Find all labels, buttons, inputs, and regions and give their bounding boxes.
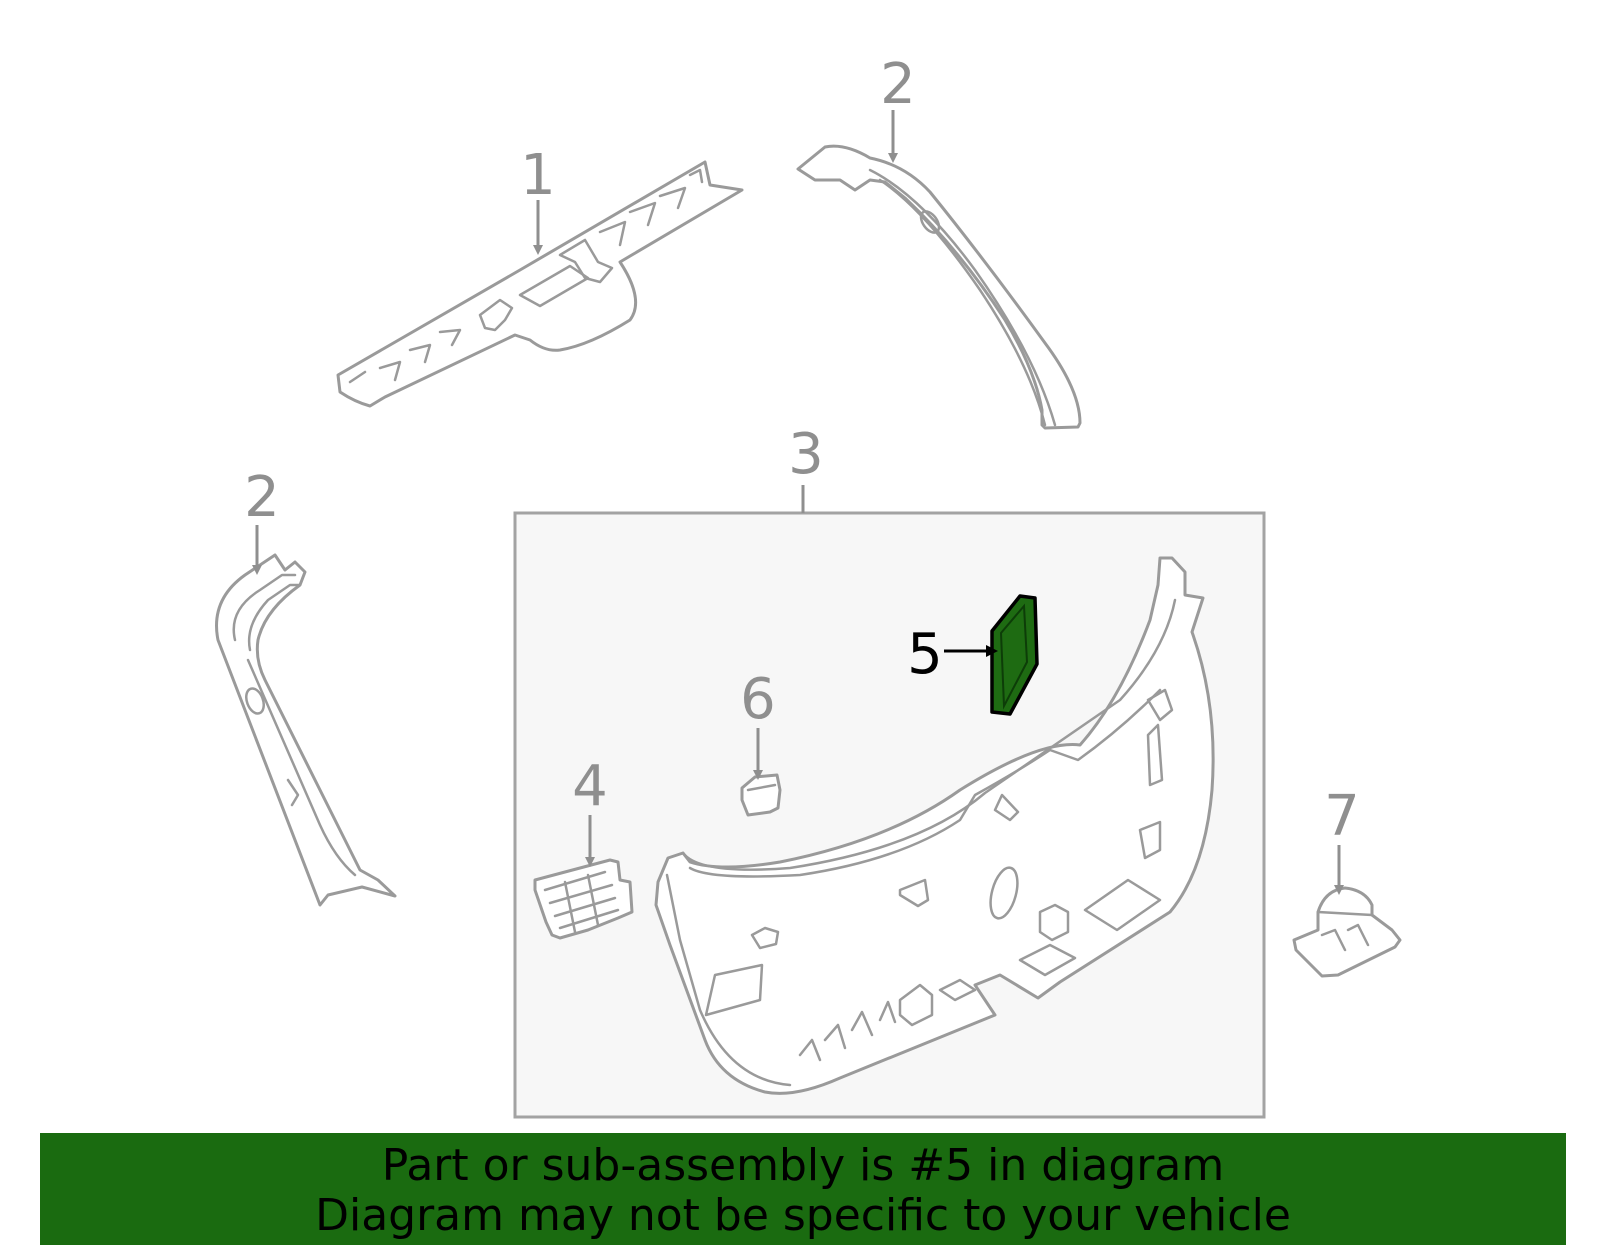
callout-3: 3 (788, 422, 824, 487)
callout-6: 6 (740, 667, 776, 732)
callout-2-left: 2 (244, 465, 280, 530)
part-3-liftgate-panel (654, 556, 1215, 1095)
part-4-handle (533, 858, 634, 940)
part-7-lamp (1292, 886, 1402, 978)
part-1-upper-trim (336, 160, 744, 408)
callout-4: 4 (572, 754, 608, 819)
part-5-highlighted[interactable] (990, 594, 1039, 716)
part-2-pillar-trim-left (215, 553, 397, 907)
banner-line-1: Part or sub-assembly is #5 in diagram (381, 1140, 1225, 1191)
callout-5: 5 (907, 622, 943, 687)
part-2-pillar-trim-right (796, 144, 1082, 430)
callout-1: 1 (520, 143, 556, 208)
banner-line-2: Diagram may not be specific to your vehi… (315, 1190, 1291, 1241)
callout-7: 7 (1324, 784, 1360, 849)
callout-2-top: 2 (880, 52, 916, 117)
info-banner: Part or sub-assembly is #5 in diagram Di… (40, 1133, 1566, 1245)
